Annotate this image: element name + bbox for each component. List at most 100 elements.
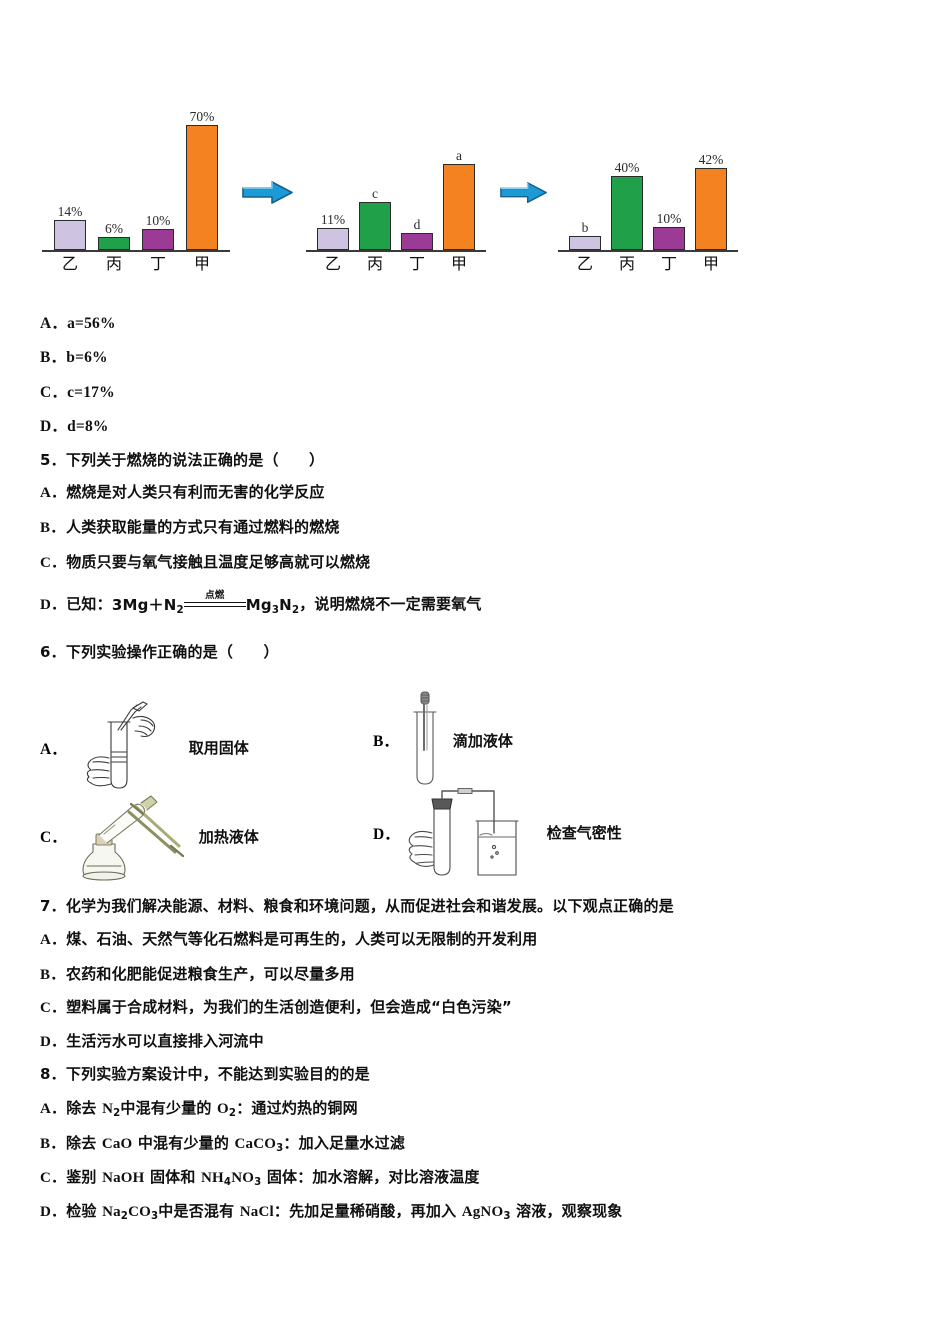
q7-option-a-text: 煤、石油、天然气等化石燃料是可再生的，人类可以无限制的开发利用: [66, 930, 538, 948]
category-label: 丙: [366, 254, 383, 274]
q8-option-d-letter: D．: [40, 1204, 67, 1220]
q4-option-d[interactable]: D．d=8%: [40, 414, 109, 436]
bar-value-label: 6%: [105, 220, 123, 236]
equation-condition-label: 点燃: [205, 589, 225, 601]
bar-value-label: d: [413, 216, 421, 232]
q4-option-c-text: c=17%: [67, 384, 115, 401]
category-label: 甲: [450, 254, 467, 274]
right-arrow-icon-svg: [500, 182, 547, 203]
bar-value-label: c: [372, 185, 378, 201]
q4-option-c[interactable]: C．c=17%: [40, 380, 115, 402]
bar-bing: [359, 202, 391, 251]
chart-middle-categories: 乙 丙 丁 甲: [306, 255, 486, 273]
bar-slot: c: [354, 187, 396, 251]
q7-option-b-letter: B．: [40, 967, 66, 983]
q4-option-b[interactable]: B．b=6%: [40, 345, 108, 367]
bar-value-label: 10%: [656, 210, 682, 226]
bar-value-label: 40%: [614, 159, 640, 175]
bar-value-label: 42%: [698, 151, 724, 167]
bar-slot: 10%: [136, 214, 180, 251]
q5-option-a-text: 燃烧是对人类只有利而无害的化学反应: [66, 483, 325, 501]
q8-option-b-letter: B．: [40, 1136, 66, 1152]
bar-bing: [98, 237, 130, 251]
q8-option-c[interactable]: C．鉴别 NaOH 固体和 NH4NO3 固体：加水溶解，对比溶液温度: [40, 1166, 480, 1188]
equation-product-mg: Mg: [245, 595, 272, 614]
q6-option-b-letter: B．: [373, 733, 399, 750]
q7-option-b[interactable]: B．农药和化肥能促进粮食生产，可以尽量多用: [40, 963, 355, 984]
category-label: 乙: [324, 254, 341, 274]
q7-stem: 7．化学为我们解决能源、材料、粮食和环境问题，从而促进社会和谐发展。以下观点正确…: [40, 897, 674, 915]
q5-option-b[interactable]: B．人类获取能量的方式只有通过燃料的燃烧: [40, 516, 340, 537]
q4-option-a-text: a=56%: [67, 315, 116, 332]
q4-option-b-text: b=6%: [66, 349, 108, 366]
bar-slot: 14%: [48, 205, 92, 251]
equation-product-n: N: [279, 595, 292, 614]
q6-option-d[interactable]: D．: [373, 785, 622, 880]
q6-option-a[interactable]: A．: [40, 700, 249, 795]
q4-option-d-letter: D．: [40, 418, 68, 435]
chart-initial-categories: 乙 丙 丁 甲: [42, 255, 230, 273]
chart-final-categories: 乙 丙 丁 甲: [558, 255, 738, 273]
equation-reactants: 3Mg＋N: [111, 595, 177, 614]
bar-ding: [653, 227, 685, 251]
bar-yi: [54, 220, 86, 251]
q7-option-a[interactable]: A．煤、石油、天然气等化石燃料是可再生的，人类可以无限制的开发利用: [40, 928, 537, 949]
equation-product-subscript-1: 3: [271, 604, 280, 616]
q8-option-b[interactable]: B．除去 CaO 中混有少量的 CaCO3：加入足量水过滤: [40, 1132, 405, 1154]
equation-product-subscript-2: 2: [291, 604, 300, 616]
q5-option-a[interactable]: A．燃烧是对人类只有利而无害的化学反应: [40, 481, 325, 502]
bar-jia: [186, 125, 218, 251]
q4-option-b-letter: B．: [40, 349, 67, 366]
q6-option-b[interactable]: B． 滴加液体: [373, 690, 513, 790]
q5-option-c-text: 物质只要与氧气接触且温度足够高就可以燃烧: [66, 553, 371, 571]
q8-stem: 8．下列实验方案设计中，不能达到实验目的的是: [40, 1065, 370, 1083]
chart-row: 14% 6% 10% 70%: [42, 88, 738, 273]
airtightness-check-icon: [408, 787, 519, 876]
q6-option-c-caption: 加热液体: [198, 827, 259, 846]
q6-stem: 6．下列实验操作正确的是（ ）: [40, 643, 279, 661]
q8-option-a-text: 除去 N2中混有少量的 O2：通过灼热的铜网: [66, 1099, 358, 1119]
q5-option-c-letter: C．: [40, 555, 67, 571]
chart-middle-plot: 11% c d a: [306, 90, 486, 253]
alcohol-lamp-heating-icon: [82, 795, 184, 881]
q4-option-a[interactable]: A．a=56%: [40, 311, 116, 333]
q4-option-d-text: d=8%: [67, 418, 109, 435]
category-label: 甲: [193, 254, 210, 274]
bar-bing: [611, 176, 643, 251]
bar-yi: [317, 228, 349, 251]
chart-initial: 14% 6% 10% 70%: [42, 88, 230, 273]
chart-initial-plot: 14% 6% 10% 70%: [42, 90, 230, 253]
q5-option-c[interactable]: C．物质只要与氧气接触且温度足够高就可以燃烧: [40, 551, 370, 572]
q7-option-b-text: 农药和化肥能促进粮食生产，可以尽量多用: [66, 965, 355, 983]
q8-option-a[interactable]: A．除去 N2中混有少量的 O2：通过灼热的铜网: [40, 1097, 358, 1119]
q7-option-d-letter: D．: [40, 1034, 67, 1050]
q5-option-d-prefix: 已知：: [66, 595, 112, 613]
q7-option-c-text: 塑料属于合成材料，为我们的生活创造便利，但会造成“白色污染”: [66, 998, 512, 1016]
bar-slot: 70%: [180, 110, 224, 251]
bar-ding: [401, 233, 433, 251]
category-label: 丙: [618, 254, 635, 274]
q7-option-d[interactable]: D．生活污水可以直接排入河流中: [40, 1030, 264, 1051]
equation-double-line: 点燃: [183, 590, 246, 607]
q8-option-a-letter: A．: [40, 1101, 67, 1117]
bar-slot: d: [396, 218, 438, 251]
bar-ding: [142, 229, 174, 251]
q8-option-d[interactable]: D．检验 Na2CO3中是否混有 NaCl：先加足量稀硝酸，再加入 AgNO3 …: [40, 1200, 622, 1222]
q5-option-d-suffix: ，说明燃烧不一定需要氧气: [299, 595, 482, 613]
bar-slot: a: [438, 149, 480, 251]
q6-option-c[interactable]: C． 加热液体: [40, 790, 259, 882]
q5-option-a-letter: A．: [40, 485, 67, 501]
right-arrow-icon-svg: [242, 181, 293, 204]
bar-value-label: 14%: [57, 203, 83, 219]
q6-option-c-letter: C．: [40, 829, 67, 846]
equation-reactant-subscript: 2: [176, 604, 184, 616]
category-label: 甲: [702, 254, 719, 274]
q5-stem: 5．下列关于燃烧的说法正确的是（ ）: [40, 451, 325, 469]
q7-option-c[interactable]: C．塑料属于合成材料，为我们的生活创造便利，但会造成“白色污染”: [40, 996, 512, 1017]
q8-option-d-text: 检验 Na2CO3中是否混有 NaCl：先加足量稀硝酸，再加入 AgNO3 溶液…: [66, 1202, 623, 1222]
chart-middle: 11% c d a: [306, 88, 486, 273]
bar-slot: 10%: [648, 212, 690, 251]
